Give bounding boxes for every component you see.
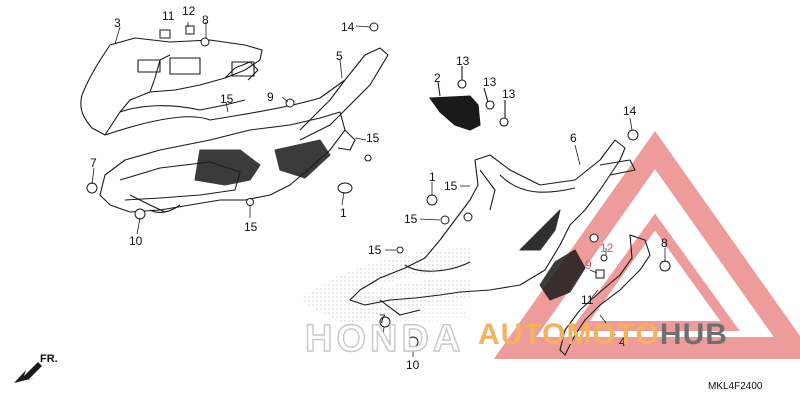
- bracket-2: [428, 66, 509, 131]
- watermark-hub: HUB: [659, 318, 728, 351]
- callout-13: 13: [456, 54, 470, 68]
- front-direction-label: FR.: [40, 353, 58, 365]
- callout-5: 5: [336, 49, 343, 63]
- honda-watermark-text: HONDA: [304, 317, 465, 360]
- automotohub-watermark: AUTOMOTOHUB: [478, 318, 728, 352]
- callout-9: 9: [585, 258, 592, 272]
- callout-13: 13: [483, 75, 497, 89]
- callout-15: 15: [444, 179, 458, 193]
- callout-15: 15: [404, 212, 418, 226]
- watermark-triangle: [493, 130, 800, 359]
- callout-8: 8: [661, 236, 668, 250]
- callout-6: 6: [570, 131, 577, 145]
- fasteners-left: [86, 22, 379, 220]
- callout-11: 11: [162, 9, 175, 23]
- callout-15: 15: [366, 131, 380, 145]
- callout-7: 7: [379, 312, 386, 326]
- callout-10: 10: [406, 358, 420, 372]
- callout-11: 11: [581, 293, 594, 307]
- callout-7: 7: [90, 156, 97, 170]
- callout-3: 3: [114, 16, 121, 30]
- leader-lines-left: [91, 22, 371, 235]
- leader-lines-right: [382, 117, 666, 357]
- callout-15: 15: [244, 220, 258, 234]
- callout-4: 4: [619, 335, 626, 349]
- front-direction-arrow-icon: [14, 362, 42, 383]
- callout-15: 15: [220, 92, 234, 106]
- lower-inner-cover: [99, 79, 356, 214]
- callout-14: 14: [623, 104, 637, 118]
- callout-12: 12: [600, 241, 614, 255]
- callout-10: 10: [129, 234, 143, 248]
- callout-14: 14: [341, 20, 355, 34]
- callout-9: 9: [267, 90, 274, 104]
- callout-1: 1: [429, 170, 436, 184]
- callout-8: 8: [202, 13, 209, 27]
- bracket-4: [559, 234, 651, 356]
- callout-2: 2: [434, 71, 441, 85]
- callout-12: 12: [182, 4, 196, 18]
- watermark-automoto: AUTOMOTO: [478, 318, 660, 351]
- honda-wing-watermark: [300, 248, 470, 325]
- upper-inner-cover-3: [80, 37, 389, 141]
- callout-13: 13: [502, 87, 516, 101]
- side-cover-6: [349, 139, 636, 316]
- diagram-code: MKL4F2400: [708, 381, 763, 392]
- callout-1: 1: [340, 206, 347, 220]
- callout-15: 15: [368, 243, 382, 257]
